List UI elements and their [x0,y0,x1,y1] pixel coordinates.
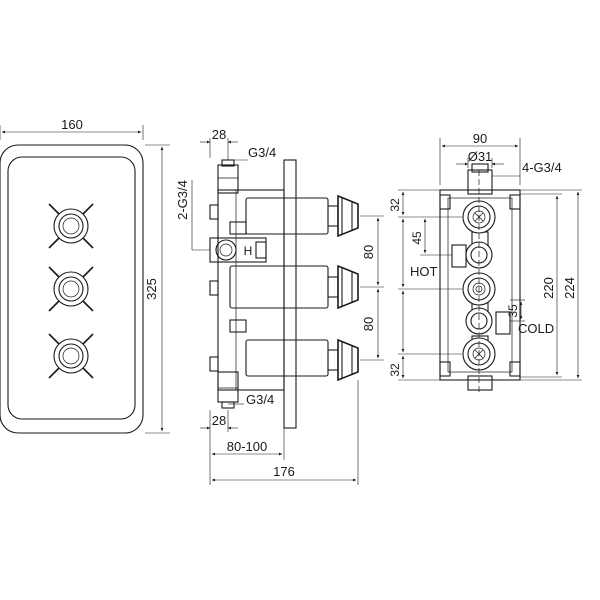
rear-mounting-plate [439,189,521,381]
side-body [217,189,285,391]
rear-cold-offset-label: 35 [506,304,520,318]
rear-diameter-label: Ø31 [468,149,493,164]
rear-thread-count-label: 4-G3/4 [522,160,562,175]
rear-view: 90 Ø31 4-G3/4 32 45 32 HOT 35 COLD [388,131,582,395]
front-handle-bottom [48,333,94,379]
front-plate-outer [0,144,144,434]
front-view: 160 325 [0,117,170,434]
front-plate-inner [7,156,136,420]
rear-total-height-label: 224 [562,277,577,299]
side-top-thread-label: G3/4 [248,145,276,160]
front-handle-top [48,203,94,249]
rear-top-offset-label: 32 [388,198,402,212]
front-height-label: 325 [144,278,159,300]
side-top-depth-label: 28 [212,127,226,142]
front-width-label: 160 [61,117,83,132]
side-bottom-depth-label: 28 [212,413,226,428]
side-side-thread-label: 2-G3/4 [175,180,190,220]
side-overall-depth-label: 176 [273,464,295,479]
front-handle-middle [48,266,94,312]
rear-valve-cold [465,307,493,335]
rear-inner-height-label: 220 [541,277,556,299]
rear-hot-offset-label: 45 [410,231,424,245]
side-install-depth-label: 80-100 [227,439,267,454]
rear-hot-label: HOT [410,264,438,279]
rear-width-label: 90 [473,131,487,146]
side-handle-middle [327,264,359,310]
side-spacing-upper-label: 80 [361,245,376,259]
side-h-marker: H [244,244,253,258]
side-handle-top [327,194,359,238]
side-spacing-lower-label: 80 [361,317,376,331]
side-view: H 28 G3/4 [175,127,384,485]
side-handle-bottom [327,338,359,382]
side-wall-plate [283,159,297,429]
rear-cold-label: COLD [518,321,554,336]
side-bottom-thread-label: G3/4 [246,392,274,407]
rear-bottom-offset-label: 32 [388,363,402,377]
